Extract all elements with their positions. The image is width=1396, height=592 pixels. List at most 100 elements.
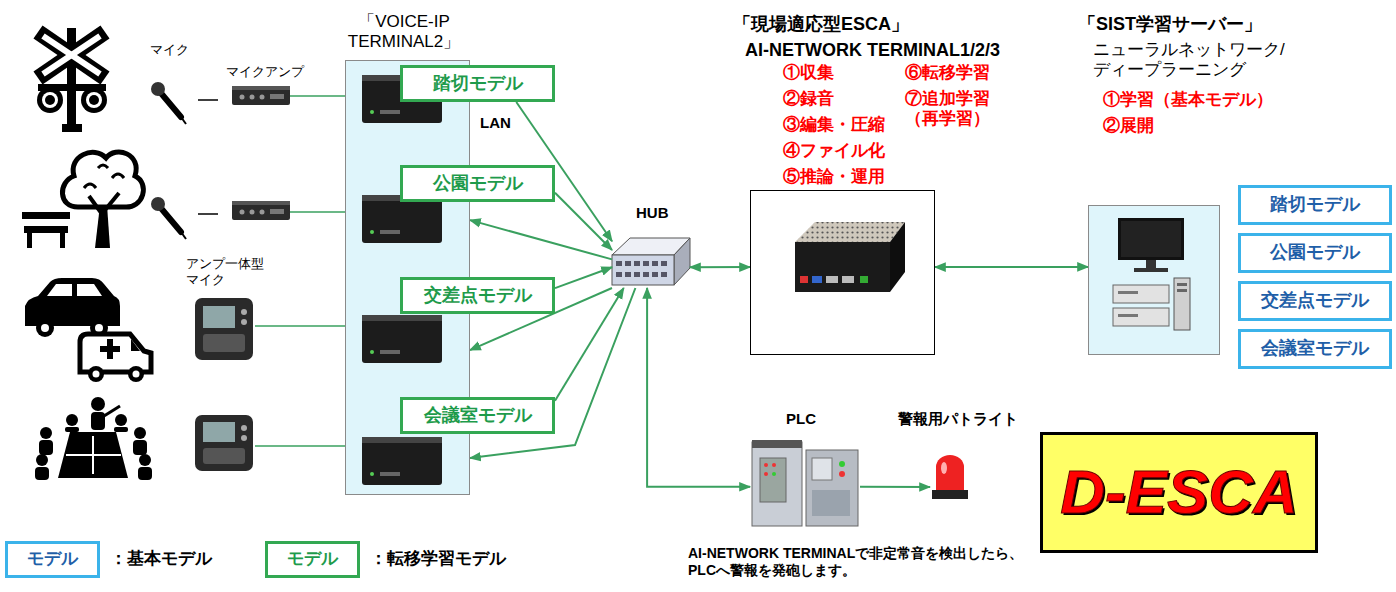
- audio-wire: [255, 445, 345, 447]
- node-heading: 「SIST学習サーバー」: [1078, 14, 1262, 36]
- label-holder: LAN: [480, 114, 511, 132]
- ai-network-terminal-frame: [750, 190, 935, 355]
- basic-model-box: 踏切モデル: [1238, 185, 1392, 225]
- ambulance-icon: [93, 371, 100, 378]
- edge-computer-case-icon: [812, 276, 822, 283]
- box-label: 公園モデル: [1270, 242, 1360, 264]
- plc-icon: [806, 450, 858, 526]
- text-holder: 「現場適応型ESCA」: [733, 14, 909, 36]
- meeting-room-icon: [66, 414, 78, 426]
- node-heading: HUB: [636, 204, 669, 222]
- dash-line: [198, 99, 218, 101]
- meeting-room-icon: [36, 454, 48, 466]
- text-holder: AI-NETWORK TERMINAL1/2/3: [745, 40, 1000, 62]
- meeting-room-icon: [139, 454, 151, 466]
- server-icon: [1118, 218, 1184, 260]
- patrol-light-icon: [941, 462, 947, 474]
- transfer-model-box: 公園モデル: [400, 165, 555, 202]
- hub-icon: [625, 272, 631, 277]
- voice-ip-terminal-panel: 「VOICE-IP TERMINAL2」踏切モデル公園モデル交差点モデル会議室モ…: [328, 10, 563, 500]
- transfer-model-box: 踏切モデル: [400, 65, 555, 102]
- process-step-label: ③編集・圧縮: [783, 115, 885, 135]
- railroad-crossing-icon: [37, 28, 107, 132]
- plc-icon: [839, 461, 845, 467]
- hub-icon: [616, 272, 622, 277]
- legend-sample-box: モデル: [265, 541, 360, 578]
- label-holder: ②録音: [783, 89, 834, 109]
- box-label: D-ESCA: [1060, 455, 1298, 529]
- sist-learning-server-frame: [1088, 205, 1220, 355]
- legend-text: ：基本モデル: [110, 549, 212, 569]
- voice-ip-device-icon: [380, 472, 400, 476]
- meeting-room-icon: [133, 440, 147, 455]
- hub-icon: [661, 261, 667, 266]
- voice-ip-device-icon: [362, 437, 442, 485]
- park-icon: [24, 226, 68, 233]
- label-holder: ②展開: [1103, 116, 1154, 136]
- legend-entry: ：転移学習モデル: [370, 549, 506, 569]
- box-label: 踏切モデル: [1270, 194, 1360, 216]
- recorder-microphone-icon: [203, 422, 235, 442]
- annotation-label: LAN: [480, 114, 511, 132]
- label-holder: ④ファイル化: [783, 141, 885, 161]
- voice-ip-device-icon: [362, 315, 442, 321]
- annotation-label: AI-NETWORK TERMINALで非定常音を検出したら、 PLCへ警報を発…: [688, 545, 1098, 579]
- voice-ip-device-icon: [370, 230, 374, 234]
- plc-icon: [752, 440, 858, 526]
- park-icon: [60, 233, 65, 248]
- dash-line: [198, 213, 218, 215]
- process-step-label: ②展開: [1103, 116, 1154, 136]
- car-icon: [36, 319, 54, 337]
- railroad-crossing-icon: [45, 95, 55, 105]
- recorder-microphone-icon: [195, 298, 253, 360]
- plc-icon: [752, 440, 802, 448]
- server-icon: [1174, 278, 1190, 330]
- network-hub: HUB: [605, 200, 700, 295]
- meeting-room-icon: [66, 454, 121, 456]
- edge-computer-case-icon: [890, 222, 905, 292]
- legend-sample-box: モデル: [5, 541, 100, 578]
- node-heading: AI-NETWORK TERMINAL1/2/3: [745, 40, 1000, 62]
- process-step-label: ⑦追加学習 （再学習）: [905, 89, 1005, 130]
- meeting-room-icon: [40, 427, 52, 439]
- box-label: 交差点モデル: [1261, 290, 1369, 312]
- ambulance-icon: [107, 339, 113, 359]
- transfer-model-box: 交差点モデル: [400, 277, 555, 314]
- lan-connector: [690, 266, 750, 268]
- hub-icon: [643, 272, 649, 277]
- box-label: モデル: [27, 549, 78, 569]
- hub-icon: [634, 261, 640, 266]
- microphone-icon: [160, 92, 181, 117]
- meeting-room-icon: [115, 414, 127, 426]
- hub-icon: [612, 238, 690, 285]
- legend-text: ：転移学習モデル: [370, 549, 506, 569]
- voice-ip-device-icon: [362, 315, 442, 363]
- voice-ip-device-icon: [362, 195, 442, 243]
- railroad-crossing-icon: [43, 36, 100, 74]
- annotation-label: アンプ一体型 マイク: [186, 256, 271, 287]
- hub-icon: [661, 272, 667, 277]
- microphone-icon: [160, 207, 181, 232]
- railroad-crossing-icon: [37, 87, 63, 113]
- mic-amplifier-icon: [260, 95, 265, 100]
- server-icon: [1113, 285, 1169, 303]
- edge-computer-case-icon: [795, 222, 905, 242]
- mic-amplifier-icon: [232, 86, 290, 105]
- recorder-microphone-icon: [241, 309, 247, 315]
- plc-unit-frame: [750, 438, 860, 530]
- hub-icon: [625, 261, 631, 266]
- ambulance-icon: [80, 334, 151, 372]
- process-step-label: ⑥転移学習: [905, 63, 990, 83]
- meeting-room-icon: [134, 427, 146, 439]
- voice-ip-device-icon: [380, 110, 400, 114]
- microphone-icon: [181, 117, 186, 124]
- process-step-label: ①学習（基本モデル）: [1103, 90, 1273, 110]
- server-icon: [1113, 308, 1169, 326]
- park-icon: [62, 152, 143, 207]
- mic-amplifier-icon: [270, 94, 284, 99]
- mic-amplifier-icon: [232, 201, 290, 220]
- car-icon: [47, 284, 72, 296]
- plc-icon: [764, 463, 768, 467]
- hub-icon: [674, 238, 690, 285]
- meeting-room-icon: [35, 397, 152, 480]
